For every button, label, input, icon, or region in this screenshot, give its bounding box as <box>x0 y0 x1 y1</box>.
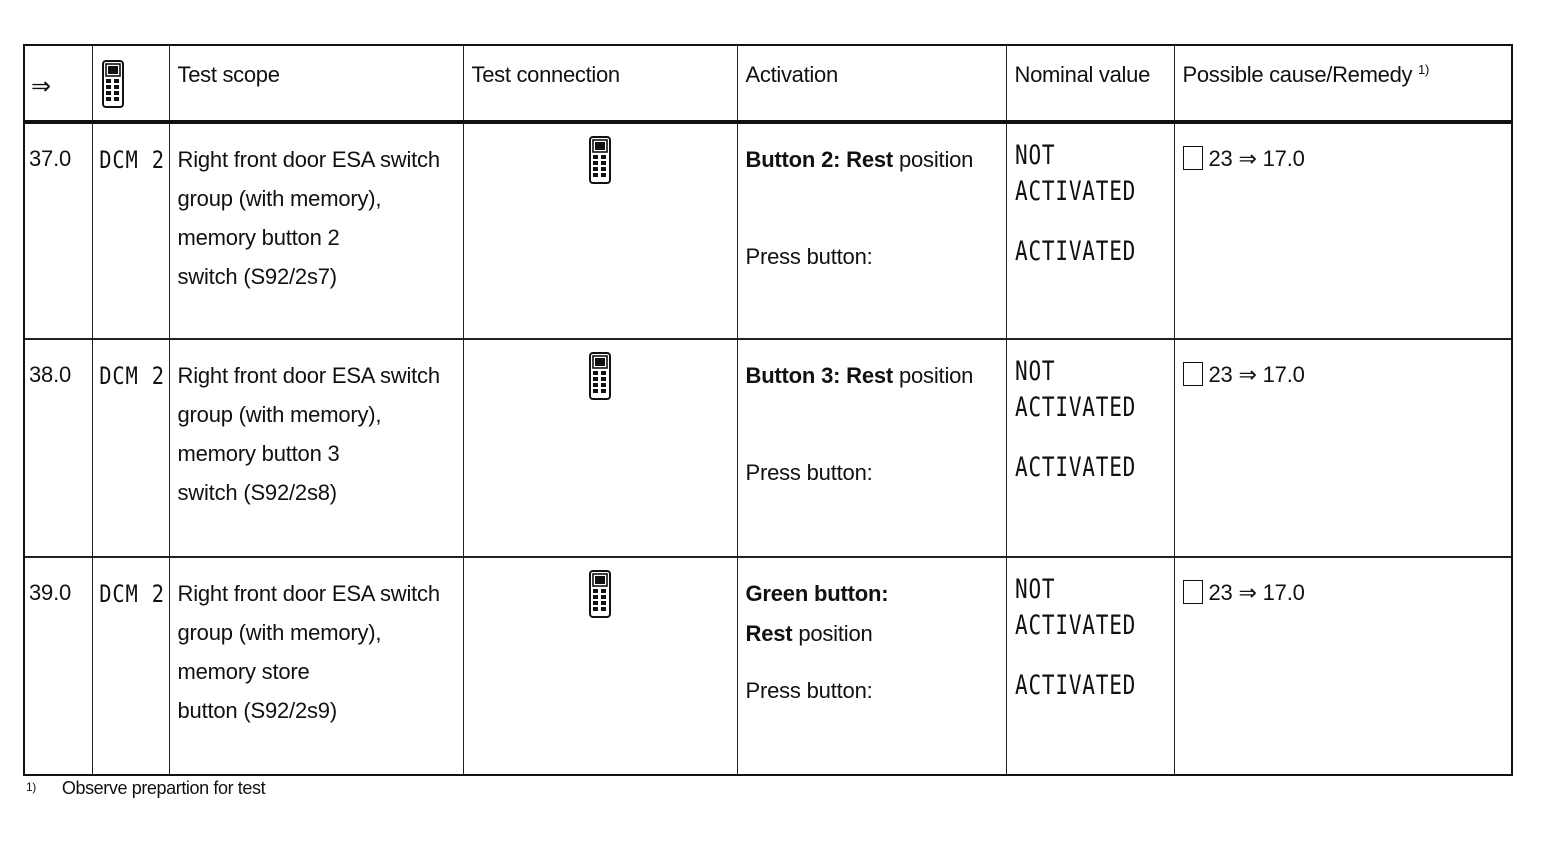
lcd-text: ACTIVATED <box>1014 236 1136 267</box>
activation-rest: Button 3: Rest position <box>746 356 1006 396</box>
document-box-icon <box>1182 362 1203 387</box>
activation-button-name: Button 2: <box>745 147 841 172</box>
lcd-text: ACTIVATED <box>1014 669 1136 701</box>
lcd-text: NOT <box>1014 573 1055 605</box>
test-connection <box>462 122 737 340</box>
header-step-arrow: ⇒ <box>25 46 92 124</box>
control-module: DCM 2 <box>91 555 164 774</box>
remedy-reference: 23 ⇒ 17.0 <box>1208 579 1305 605</box>
header-activation: Activation <box>736 46 1006 124</box>
header-remedy-label: Possible cause/Remedy <box>1182 62 1413 87</box>
header-nominal-value: Nominal value <box>1005 46 1174 124</box>
nominal-rest: NOT ACTIVATED <box>1015 572 1174 644</box>
scope-line: group (with memory), <box>177 186 382 211</box>
step-number: 39.0 <box>25 555 92 774</box>
activation-button-name: Green button: <box>745 580 889 606</box>
nominal-value: NOT ACTIVATED ACTIVATED <box>1005 338 1174 557</box>
activation-press: Press button: <box>745 677 873 703</box>
activation: Button 3: Rest position Press button: <box>736 338 1006 557</box>
lcd-text: NOT <box>1014 140 1055 171</box>
activation: Button 2: Rest position Press button: <box>736 122 1006 340</box>
handheld-tester-icon <box>101 60 124 108</box>
footnote: 1) Observe prepartion for test <box>26 778 266 799</box>
header-tester <box>91 46 169 124</box>
step-number: 38.0 <box>25 338 92 557</box>
activation-position-word: position <box>798 620 873 646</box>
scope-line: switch (S92/2s7) <box>177 264 338 289</box>
diagnosis-table-frame: ⇒ Test scope Test connection Activation <box>23 44 1513 776</box>
scope-line: group (with memory), <box>177 402 382 428</box>
scope-line: memory store <box>177 658 310 684</box>
nominal-rest: NOT ACTIVATED <box>1015 354 1174 426</box>
step-number: 37.0 <box>29 146 72 171</box>
activation-button-name: Button 3: <box>745 363 841 389</box>
lcd-text: ACTIVATED <box>1014 392 1136 424</box>
test-connection <box>462 555 737 774</box>
header-remedy-footnote-mark: 1) <box>1418 62 1429 77</box>
lcd-text: ACTIVATED <box>1014 452 1136 484</box>
handheld-tester-icon <box>589 569 611 618</box>
possible-cause-remedy: 23 ⇒ 17.0 <box>1173 122 1511 340</box>
scope-line: Right front door ESA switch <box>177 147 441 172</box>
diagnosis-table: ⇒ Test scope Test connection Activation <box>25 46 1511 774</box>
handheld-tester-icon <box>589 136 611 184</box>
test-connection <box>462 338 737 557</box>
possible-cause-remedy: 23 ⇒ 17.0 <box>1173 555 1511 774</box>
nominal-value: NOT ACTIVATED ACTIVATED <box>1005 122 1174 340</box>
nominal-press: ACTIVATED <box>1015 236 1170 267</box>
activation-rest: Button 2: Rest position <box>746 140 1006 180</box>
activation-position-word: position <box>898 147 974 172</box>
activation-rest-word: Rest <box>846 147 894 172</box>
scope-line: memory button 3 <box>177 441 340 467</box>
test-scope: Right front door ESA switch group (with … <box>168 555 463 774</box>
nominal-press: ACTIVATED <box>1015 670 1170 701</box>
possible-cause-remedy: 23 ⇒ 17.0 <box>1173 338 1511 557</box>
footnote-mark: 1) <box>26 780 36 794</box>
test-scope: Right front door ESA switch group (with … <box>168 122 463 340</box>
scope-line: Right front door ESA switch <box>177 363 441 389</box>
header-remedy: Possible cause/Remedy 1) <box>1173 46 1511 124</box>
activation-press: Press button: <box>745 460 873 486</box>
document-box-icon <box>1182 146 1203 170</box>
header-test-connection: Test connection <box>462 46 737 124</box>
footnote-text: Observe prepartion for test <box>61 778 266 798</box>
activation-rest-word: Rest <box>846 363 894 389</box>
lcd-text: ACTIVATED <box>1014 176 1136 207</box>
remedy-reference: 23 ⇒ 17.0 <box>1208 146 1305 171</box>
control-module: DCM 2 <box>91 338 164 557</box>
activation-press: Press button: <box>745 244 873 269</box>
scope-line: button (S92/2s9) <box>177 697 338 723</box>
lcd-text: NOT <box>1014 356 1055 388</box>
test-scope: Right front door ESA switch group (with … <box>168 338 463 557</box>
handheld-tester-icon <box>589 352 611 401</box>
table-row: 37.0 DCM 2 Right front door ESA switch g… <box>25 122 1511 340</box>
activation-rest-word: Rest <box>745 620 793 646</box>
scope-line: memory button 2 <box>177 225 340 250</box>
activation: Green button: Rest position Press button… <box>736 555 1006 774</box>
nominal-value: NOT ACTIVATED ACTIVATED <box>1005 555 1174 774</box>
lcd-text: ACTIVATED <box>1014 609 1136 641</box>
document-box-icon <box>1182 579 1203 604</box>
remedy-reference: 23 ⇒ 17.0 <box>1208 362 1305 388</box>
header-test-scope: Test scope <box>168 46 463 124</box>
activation-rest: Green button: Rest position <box>746 574 1006 654</box>
header-row: ⇒ Test scope Test connection Activation <box>25 46 1511 124</box>
table-row: 38.0 DCM 2 Right front door ESA switch g… <box>25 338 1511 557</box>
control-module: DCM 2 <box>91 122 164 340</box>
scope-line: Right front door ESA switch <box>177 580 441 606</box>
scope-line: switch (S92/2s8) <box>177 480 338 506</box>
activation-position-word: position <box>898 363 974 389</box>
table-row: 39.0 DCM 2 Right front door ESA switch g… <box>25 555 1511 774</box>
nominal-rest: NOT ACTIVATED <box>1015 138 1174 210</box>
nominal-press: ACTIVATED <box>1015 452 1170 483</box>
scope-line: group (with memory), <box>177 619 382 645</box>
